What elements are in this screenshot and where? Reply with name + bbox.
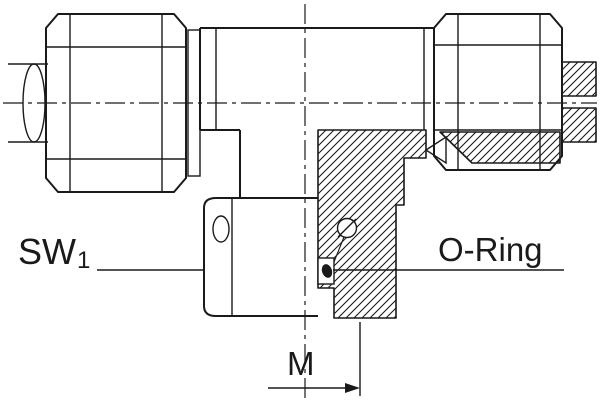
- branch-section-hatch: [317, 129, 427, 319]
- body-outline: [199, 27, 434, 198]
- right-nut-outline: [433, 13, 563, 171]
- o-ring-dot: [321, 264, 333, 278]
- right-nut-facets: [434, 14, 562, 170]
- clamp-wedge: [424, 135, 447, 165]
- branch-section: [317, 129, 427, 319]
- bottom-nut-chamfer-highlight: [212, 215, 230, 243]
- body-shoulder-lines: [215, 28, 425, 130]
- left-nut-outline: [45, 13, 187, 193]
- bottom-nut: [203, 197, 318, 317]
- tube-wall-bottom-hatch: [561, 107, 597, 143]
- m-dimension: M: [268, 322, 361, 396]
- bottom-nut-outline: [203, 197, 318, 317]
- m-text: M: [287, 345, 315, 382]
- m-arrowhead: [345, 383, 360, 393]
- left-nut-facets: [46, 14, 186, 192]
- fitting-body: [199, 27, 434, 198]
- right-nut-section-hatch: [439, 131, 561, 164]
- left-tube-walls: [8, 63, 48, 143]
- oring-label: O-Ring: [333, 231, 564, 271]
- sw1-text: SW: [18, 231, 76, 272]
- left-swivel-nut: [45, 13, 187, 193]
- sw1-label: SW 1: [18, 231, 204, 274]
- right-swivel-nut: [424, 13, 563, 171]
- seal-detail-slash: [337, 218, 357, 238]
- tube-wall-top-hatch: [561, 61, 597, 97]
- sw1-subscript: 1: [77, 247, 90, 274]
- right-tube-section: [561, 61, 597, 143]
- seal-leader-line: [333, 236, 345, 263]
- oring-text: O-Ring: [438, 231, 543, 268]
